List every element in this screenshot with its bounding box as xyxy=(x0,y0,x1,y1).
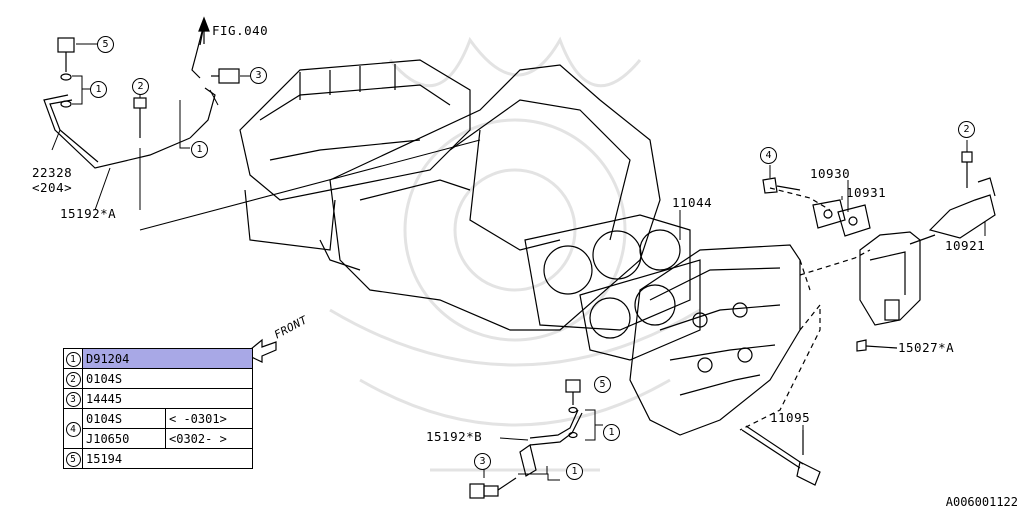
front-arrow xyxy=(243,338,277,363)
camshaft-cover xyxy=(239,59,471,271)
legend-part[interactable]: 15194 xyxy=(82,448,253,469)
legend-row[interactable]: J10650 <0302- > xyxy=(64,428,253,449)
leader-lines xyxy=(51,43,986,481)
callout-3-upper[interactable]: 3 xyxy=(250,67,267,84)
watermark-emblem xyxy=(329,36,701,472)
parts-legend-table: 1 D91204 2 0104S 3 14445 4 0104S < -0301… xyxy=(63,348,253,469)
part-22328-range: <204> xyxy=(32,180,73,195)
part-10930[interactable]: 10930 xyxy=(810,166,851,181)
legend-part[interactable]: 0104S xyxy=(82,368,253,389)
legend-part[interactable]: J10650 xyxy=(82,428,166,449)
legend-num: 3 xyxy=(65,391,81,407)
plate-10930 xyxy=(812,199,846,229)
bolt-2-left xyxy=(133,97,147,138)
part-10921[interactable]: 10921 xyxy=(945,238,986,253)
legend-num: 4 xyxy=(65,421,81,437)
bolt-4 xyxy=(762,177,801,194)
diagram-code: A006001122 xyxy=(945,495,1018,509)
legend-row[interactable]: 4 0104S < -0301> xyxy=(63,408,253,449)
callout-3-lower[interactable]: 3 xyxy=(474,453,491,470)
callout-1-upper-left[interactable]: 1 xyxy=(90,81,107,98)
legend-part[interactable]: 14445 xyxy=(82,388,253,409)
oil-pipe-15192b xyxy=(519,409,583,477)
legend-range: <0302- > xyxy=(165,428,253,449)
bolt-5-lower xyxy=(565,379,581,439)
gasket-10931 xyxy=(837,204,871,237)
callout-2-upper-left[interactable]: 2 xyxy=(132,78,149,95)
part-11044[interactable]: 11044 xyxy=(672,195,713,210)
fitting-3-upper xyxy=(211,68,240,84)
legend-num: 1 xyxy=(65,351,81,367)
head-bolt-11095 xyxy=(741,425,821,486)
callout-1-mid-left[interactable]: 1 xyxy=(191,141,208,158)
callout-5-lower[interactable]: 5 xyxy=(594,376,611,393)
fig-reference-label[interactable]: FIG.040 xyxy=(212,23,269,38)
cam-housing xyxy=(859,231,921,326)
legend-range: < -0301> xyxy=(165,408,253,429)
cylinder-head xyxy=(629,244,801,436)
legend-row[interactable]: 1 D91204 xyxy=(63,348,253,369)
legend-part[interactable]: D91204 xyxy=(82,348,253,369)
dashed-outline xyxy=(739,187,871,431)
legend-row[interactable]: 3 14445 xyxy=(63,388,253,409)
callout-2-right[interactable]: 2 xyxy=(958,121,975,138)
legend-num: 2 xyxy=(65,371,81,387)
engine-block xyxy=(329,64,661,331)
callout-4-right[interactable]: 4 xyxy=(760,147,777,164)
callout-5-upper-left[interactable]: 5 xyxy=(97,36,114,53)
callout-1-lower-right[interactable]: 1 xyxy=(603,424,620,441)
fitting-3-lower xyxy=(469,477,517,499)
bolt-2-right xyxy=(961,151,973,188)
part-11095[interactable]: 11095 xyxy=(770,410,811,425)
head-gasket xyxy=(524,214,701,361)
bolt-5-left xyxy=(57,37,75,108)
bolt-15027 xyxy=(856,339,898,352)
solenoid-10921 xyxy=(909,177,996,245)
part-10931[interactable]: 10931 xyxy=(846,185,887,200)
legend-row[interactable]: 5 15194 xyxy=(63,448,253,469)
part-15027a[interactable]: 15027*A xyxy=(898,340,955,355)
fig-arrow xyxy=(198,16,210,44)
part-15192a[interactable]: 15192*A xyxy=(60,206,117,221)
callout-1-lower[interactable]: 1 xyxy=(566,463,583,480)
legend-num: 5 xyxy=(65,451,81,467)
legend-part[interactable]: 0104S xyxy=(82,408,166,429)
legend-row[interactable]: 2 0104S xyxy=(63,368,253,389)
oil-pipe-15192a xyxy=(43,19,216,169)
part-15192b[interactable]: 15192*B xyxy=(426,429,483,444)
part-22328[interactable]: 22328 xyxy=(32,165,73,180)
